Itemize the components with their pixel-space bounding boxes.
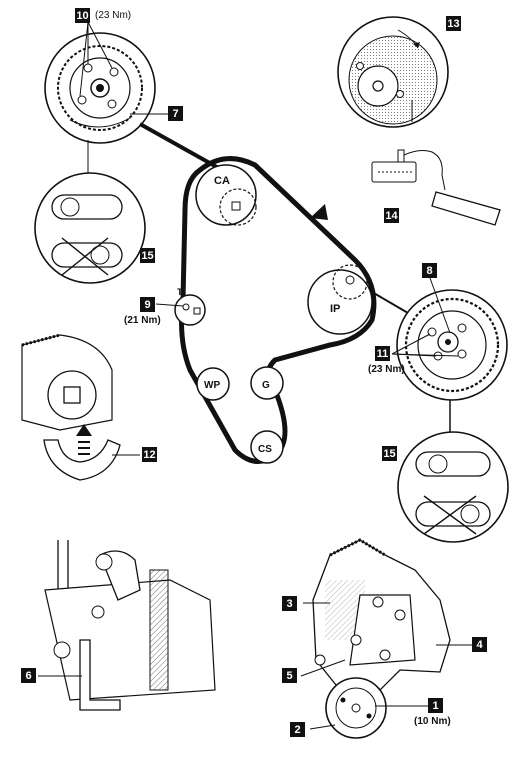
torque-9: (21 Nm) (124, 315, 161, 326)
callout-7: 7 (168, 106, 183, 121)
label-wp: WP (204, 380, 220, 391)
callout-3: 3 (282, 596, 297, 611)
callout-6: 6 (21, 668, 36, 683)
timing-cover-assembly (300, 538, 475, 739)
callout-2: 2 (290, 722, 305, 737)
callout-5: 5 (282, 668, 297, 683)
pump-sprocket-detail (391, 277, 508, 432)
pulley-ip (307, 264, 373, 335)
callout-11: 11 (375, 346, 390, 361)
label-ca: CA (214, 175, 230, 187)
pulley-tensioner (155, 294, 206, 326)
callout-15-bottom: 15 (382, 446, 397, 461)
flywheel-mark-detail (337, 16, 449, 128)
pulley-cs (250, 430, 284, 464)
callout-15-top: 15 (140, 248, 155, 263)
slot-check-detail-bottom (397, 431, 509, 543)
torque-11: (23 Nm) (368, 364, 405, 375)
pulley-wp (196, 367, 230, 401)
label-g: G (262, 380, 270, 391)
label-t: T (177, 287, 183, 297)
callout-1: 1 (428, 698, 443, 713)
callout-8: 8 (422, 263, 437, 278)
slot-check-detail-top (34, 172, 146, 284)
torque-10: (23 Nm) (95, 10, 132, 21)
engine-detail-6 (38, 540, 216, 711)
camshaft-sprocket-detail (44, 21, 168, 175)
callout-4: 4 (472, 637, 487, 652)
locking-tool-14 (371, 149, 501, 226)
callout-14: 14 (384, 208, 399, 223)
callout-12: 12 (142, 447, 157, 462)
callout-13: 13 (446, 16, 461, 31)
rotation-arrow (310, 204, 328, 220)
crank-holding-tool-12 (21, 333, 140, 481)
callout-9: 9 (140, 297, 155, 312)
torque-1: (10 Nm) (414, 716, 451, 727)
pulley-ca (195, 164, 257, 226)
label-ip: IP (330, 303, 340, 315)
callout-10: 10 (75, 8, 90, 23)
pulley-g (250, 366, 284, 400)
label-cs: CS (258, 444, 272, 455)
